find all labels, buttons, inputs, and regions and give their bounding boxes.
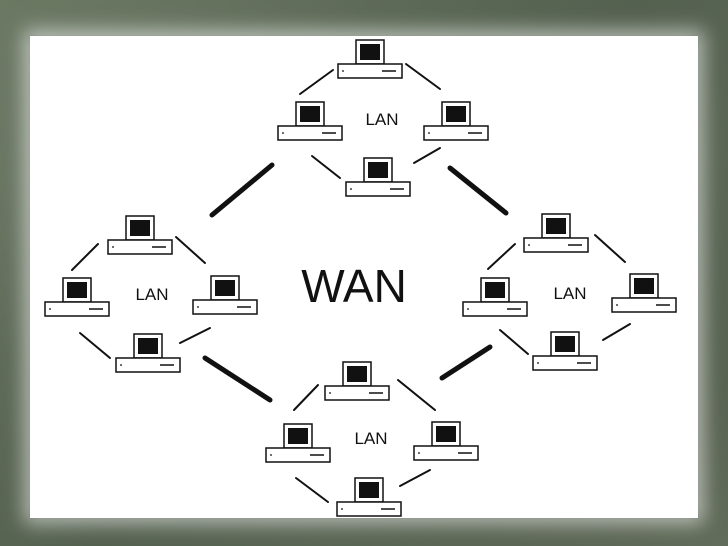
lan-right: LAN — [462, 213, 677, 371]
wan-link-bottom-left — [202, 355, 273, 403]
computer-icon — [115, 333, 181, 373]
diagram-canvas — [30, 36, 698, 518]
wan-link-top-right — [447, 165, 509, 216]
lan-label-top: LAN — [365, 110, 398, 129]
computer-icon — [423, 101, 489, 141]
computer-icon — [462, 277, 528, 317]
computer-icon — [611, 273, 677, 313]
computer-icon — [336, 477, 402, 517]
computer-icon — [44, 277, 110, 317]
computer-icon — [192, 275, 258, 315]
computer-icon — [265, 423, 331, 463]
lan-bottom: LAN — [265, 361, 479, 517]
wan-links — [202, 162, 509, 403]
lan-top: LAN — [277, 39, 489, 197]
computer-icon — [413, 421, 479, 461]
computer-icon — [345, 157, 411, 197]
lan-left: LAN — [44, 215, 258, 373]
computer-icon — [324, 361, 390, 401]
lan-links — [71, 63, 631, 503]
computer-icon — [523, 213, 589, 253]
computer-icon — [337, 39, 403, 79]
wan-link-top-left — [209, 162, 275, 218]
computer-icon — [107, 215, 173, 255]
lan-label-left: LAN — [135, 285, 168, 304]
computer-icon — [277, 101, 343, 141]
lan-label-bottom: LAN — [354, 429, 387, 448]
wan-label: WAN — [301, 260, 407, 312]
wan-link-bottom-right — [439, 344, 493, 381]
computer-icon — [532, 331, 598, 371]
lan-label-right: LAN — [553, 284, 586, 303]
